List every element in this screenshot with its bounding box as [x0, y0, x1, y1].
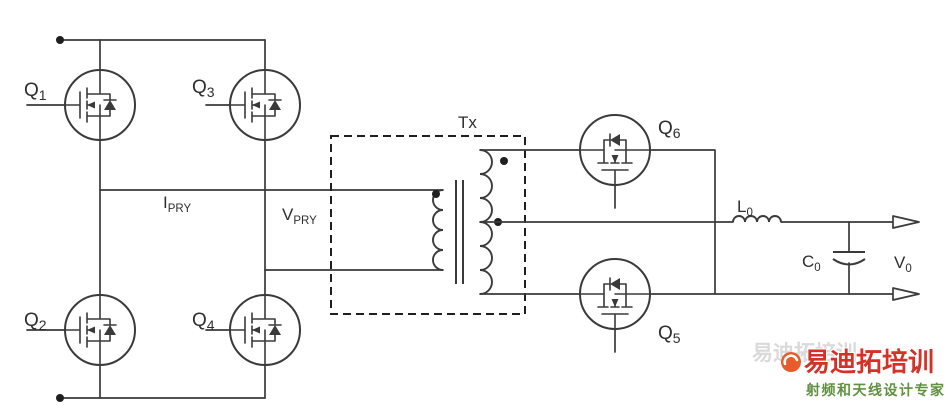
label-q4: Q4 [192, 310, 215, 333]
label-vpry: VPRY [282, 205, 317, 227]
mosfet-q3 [229, 69, 301, 141]
transformer-core-lines [455, 180, 464, 284]
watermark-tagline-text: 射频和天线设计专家 [805, 382, 946, 398]
label-tx: Tx [458, 113, 477, 132]
mosfet-q4 [229, 294, 301, 366]
label-q5: Q5 [658, 323, 681, 346]
label-q3: Q3 [192, 77, 215, 100]
watermark: 易迪拓培训 易迪拓培训 射频和天线设计专家 [752, 341, 946, 398]
transformer [330, 135, 526, 315]
label-q2: Q2 [24, 310, 47, 333]
watermark-ghost-text: 易迪拓培训 [752, 341, 857, 365]
output-capacitor-bottom-plate [832, 258, 866, 266]
label-l0: L0 [737, 197, 753, 219]
label-q6: Q6 [658, 118, 681, 141]
output-inductor-coil [732, 215, 782, 223]
output-terminal-positive [892, 215, 920, 229]
gate-lead-wires [26, 104, 231, 331]
mosfet-q5 [579, 258, 651, 330]
primary-polarity-dot [432, 190, 440, 198]
label-q1: Q1 [24, 80, 47, 103]
input-terminal-dot-top [56, 36, 64, 44]
rectifier-common-rail-wire [649, 149, 716, 295]
output-terminal-negative [892, 287, 920, 301]
secondary-top-polarity-dot [500, 157, 508, 165]
secondary-side-wiring [479, 149, 920, 353]
mosfet-q1 [64, 69, 136, 141]
mosfet-q2 [64, 294, 136, 366]
mosfet-q6 [579, 114, 651, 186]
labels: Q1 Q3 Q2 Q4 Q6 Q5 IPRY VPRY Tx L0 C0 V0 [24, 77, 912, 346]
label-c0: C0 [802, 252, 821, 274]
watermark-brand-text: 易迪拓培训 [804, 347, 934, 377]
label-v0: V0 [894, 253, 912, 275]
label-ipry: IPRY [163, 193, 192, 215]
primary-winding-coil [432, 189, 444, 271]
input-terminal-dot-bottom [56, 394, 64, 402]
watermark-logo-icon [781, 352, 801, 372]
hv-bridge-wiring [26, 36, 444, 402]
transformer-dashed-box [330, 135, 526, 315]
